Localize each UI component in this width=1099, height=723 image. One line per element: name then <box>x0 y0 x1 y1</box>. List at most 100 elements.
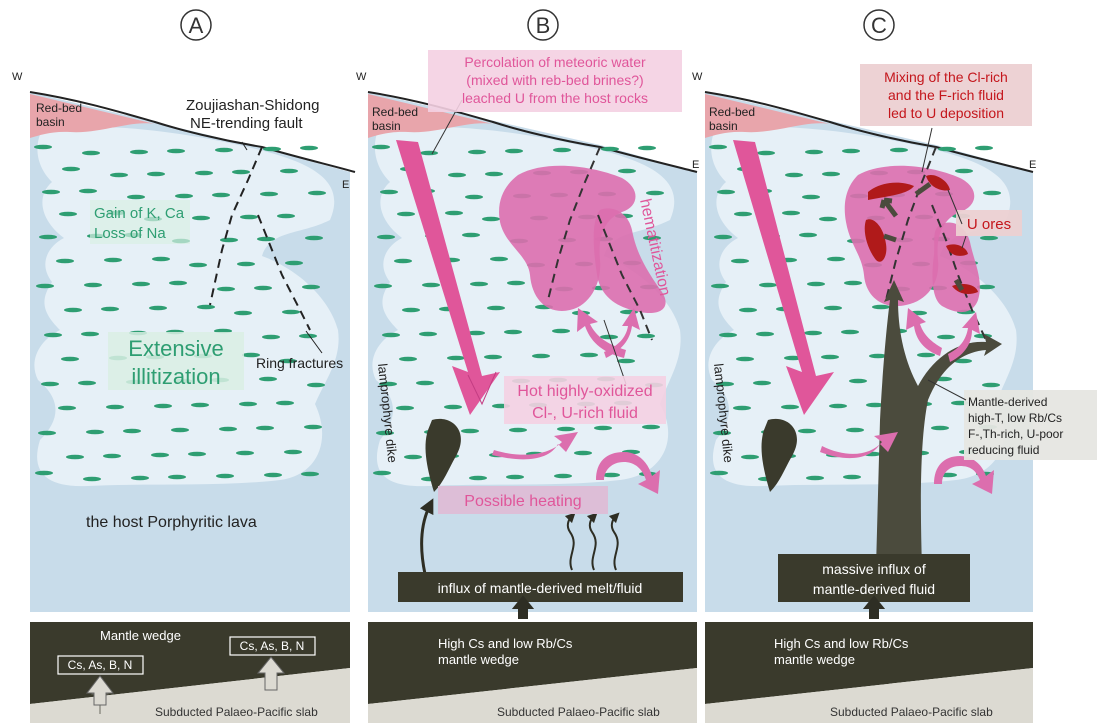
mineral-dash <box>191 403 209 408</box>
mineral-dash <box>305 236 323 241</box>
mineral-dash <box>445 211 463 216</box>
mineral-dash <box>419 332 437 337</box>
mineral-dash <box>843 475 861 480</box>
panel-a-basin-label: Red-bed <box>36 101 82 115</box>
mineral-dash <box>34 145 52 150</box>
mineral-dash <box>714 235 732 240</box>
mineral-dash <box>58 406 76 411</box>
mineral-dash <box>234 311 252 316</box>
mineral-dash <box>507 281 525 286</box>
mineral-dash <box>79 189 97 194</box>
panel-b: B W E Red-bed basin Pe <box>356 10 699 723</box>
mineral-dash <box>805 150 823 155</box>
mineral-dash <box>468 150 486 155</box>
mineral-dash <box>41 382 59 387</box>
mineral-dash <box>259 377 277 382</box>
panel-b-influx-label: influx of mantle-derived melt/fluid <box>438 580 643 596</box>
mineral-dash <box>239 402 257 407</box>
mineral-dash <box>465 195 483 200</box>
panel-b-basin-label: Red-bed <box>372 105 418 119</box>
panel-a-elements-1: Cs, As, B, N <box>68 658 133 672</box>
panel-b-hot-label-1: Hot highly-oxidized <box>517 383 652 400</box>
mineral-dash <box>240 215 258 220</box>
mineral-dash <box>382 333 400 338</box>
mineral-dash <box>846 428 864 433</box>
mineral-dash <box>638 146 656 151</box>
mineral-dash <box>802 195 820 200</box>
mineral-dash <box>169 281 187 286</box>
panel-c-mantle-label-1: High Cs and low Rb/Cs <box>774 636 909 651</box>
mineral-dash <box>711 284 729 289</box>
mineral-dash <box>154 404 172 409</box>
mineral-dash <box>807 282 825 287</box>
mineral-dash <box>151 453 169 458</box>
mineral-dash <box>81 332 99 337</box>
panel-b-perc-label-2: (mixed with reb-bed brines?) <box>466 72 643 88</box>
mineral-dash <box>152 257 170 262</box>
mineral-dash <box>282 310 300 315</box>
mineral-dash <box>799 233 817 238</box>
mineral-dash <box>402 308 420 313</box>
panel-b-mantle-label-1: High Cs and low Rb/Cs <box>438 636 573 651</box>
panel-c-slab-label: Subducted Palaeo-Pacific slab <box>830 705 993 719</box>
mineral-dash <box>642 425 660 430</box>
mineral-dash <box>872 305 890 310</box>
mineral-dash <box>505 149 523 154</box>
mineral-dash <box>420 151 438 156</box>
panel-c-west-label: W <box>692 71 703 83</box>
mineral-dash <box>448 173 466 178</box>
mineral-dash <box>86 430 104 435</box>
mineral-dash <box>168 475 186 480</box>
mineral-dash <box>552 329 570 334</box>
mineral-dash <box>171 428 189 433</box>
mineral-dash <box>822 172 840 177</box>
mineral-dash <box>78 381 96 386</box>
mineral-dash <box>104 258 122 263</box>
mineral-dash <box>123 429 141 434</box>
panel-b-perc-label-1: Percolation of meteoric water <box>464 54 646 70</box>
mineral-dash <box>938 147 956 152</box>
mineral-dash <box>821 355 839 360</box>
panel-a-host-label: the host Porphyritic lava <box>86 514 257 531</box>
mineral-dash <box>42 190 60 195</box>
mineral-dash <box>709 145 727 150</box>
mineral-dash <box>618 169 636 174</box>
mineral-dash <box>955 169 973 174</box>
panel-b-east-label: E <box>692 159 699 171</box>
mineral-dash <box>798 429 816 434</box>
panel-b-perc-label-3: leached U from the host rocks <box>462 90 648 106</box>
mineral-dash <box>300 146 318 151</box>
mineral-dash <box>422 283 440 288</box>
mineral-dash <box>580 353 598 358</box>
mineral-dash <box>127 195 145 200</box>
mineral-dash <box>759 283 777 288</box>
mineral-dash <box>217 287 235 292</box>
mineral-dash <box>256 426 274 431</box>
panel-c-basin-label: Red-bed <box>709 105 755 119</box>
panel-c-east-label: E <box>1029 159 1036 171</box>
mineral-dash <box>308 191 326 196</box>
panel-a-fault-label: Zoujiashan-Shidong <box>186 97 319 114</box>
mineral-dash <box>554 474 572 479</box>
panel-a-west-label: W <box>12 71 23 83</box>
mineral-dash <box>284 450 302 455</box>
panel-c-derived-label-3: F-,Th-rich, U-poor <box>968 427 1063 441</box>
mineral-dash <box>38 431 56 436</box>
mineral-dash <box>781 405 799 410</box>
mineral-dash <box>260 192 278 197</box>
mineral-dash <box>827 257 845 262</box>
mineral-dash <box>469 476 487 481</box>
mineral-dash <box>236 451 254 456</box>
panel-c-influx-label-1: massive influx of <box>822 561 926 577</box>
mineral-dash <box>734 212 752 217</box>
panel-a-illite-label: Extensive <box>128 336 223 361</box>
mineral-dash <box>617 359 635 364</box>
mineral-dash <box>192 216 210 221</box>
mineral-dash <box>736 357 754 362</box>
mineral-dash <box>39 235 57 240</box>
mineral-dash <box>373 471 391 476</box>
mineral-dash <box>841 330 859 335</box>
panel-c-derived-label-1: Mantle-derived <box>968 395 1047 409</box>
panel-b-slab-label: Subducted Palaeo-Pacific slab <box>497 705 660 719</box>
